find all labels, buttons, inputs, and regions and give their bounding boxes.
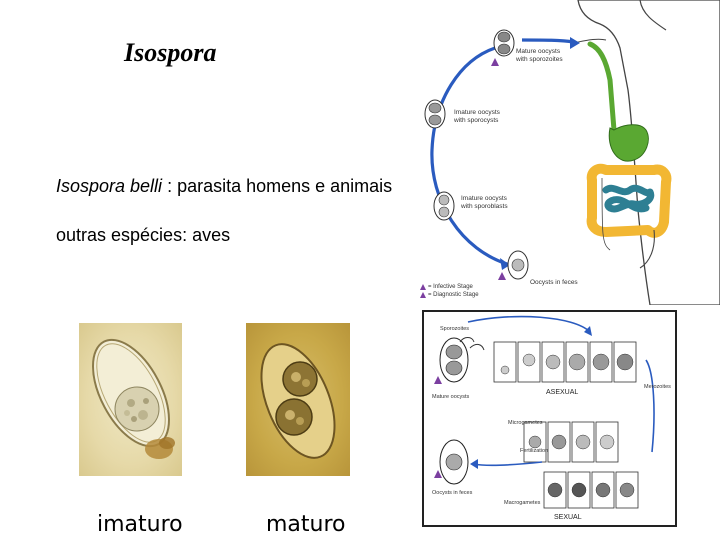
label-fertilization: Fertilization — [520, 448, 548, 454]
label-mature-oocysts: Mature oocysts — [516, 48, 561, 55]
esophagus — [587, 41, 617, 133]
mature-oocyst-icon — [493, 29, 515, 57]
immature-caption: imaturo — [97, 512, 183, 537]
label-merozoites: Merozoites — [644, 384, 671, 390]
label-asexual: ASEXUAL — [546, 389, 578, 396]
label-macrogametes: Macrogametes — [504, 500, 541, 506]
warning-triangle-icon — [491, 58, 499, 66]
small-intestine — [602, 184, 655, 213]
warning-triangle-icon — [420, 292, 426, 298]
label-oocysts-in-feces-detail: Oocysts in feces — [432, 490, 473, 496]
label-sporozoites: Sporozoites — [440, 326, 469, 332]
legend-infective: = Infective Stage — [420, 283, 479, 291]
label-imature-sporocysts-2: with sporocysts — [453, 117, 499, 124]
feces-oocyst-icon — [507, 250, 529, 280]
stomach — [608, 124, 649, 162]
label-sexual: SEXUAL — [554, 514, 582, 521]
slide-title: Isospora — [124, 38, 217, 67]
feces-oocyst-detail-icon — [439, 439, 469, 485]
label-microgametes: Microgametes — [508, 420, 543, 426]
label-imature-sporoblasts: Imature oocysts — [461, 195, 508, 202]
mature-caption: maturo — [266, 512, 346, 537]
cycle-arrow — [430, 46, 511, 267]
life-cycle-diagram: Mature oocysts with sporozoites Imature … — [410, 0, 720, 306]
sporoblast-oocyst-icon — [433, 191, 455, 221]
label-imature-sporoblasts-2: with sporoblasts — [460, 203, 508, 210]
sexual-cells — [523, 421, 639, 509]
species-description: Isospora belli : parasita homens e anima… — [56, 176, 392, 197]
asexual-cells — [493, 341, 637, 383]
immature-oocyst-micrograph — [79, 323, 182, 476]
mature-oocyst-micrograph — [246, 323, 350, 476]
legend-diagnostic: = Diagnostic Stage — [420, 291, 479, 299]
human-silhouette — [577, 0, 720, 306]
other-species-line: outras espécies: aves — [56, 225, 231, 245]
stage-legend: = Infective Stage = Diagnostic Stage — [420, 283, 479, 299]
label-imature-sporocysts: Imature oocysts — [454, 109, 501, 116]
warning-triangle-icon — [420, 284, 426, 290]
species-hosts: : parasita homens e animais — [162, 176, 393, 196]
label-oocysts-in-feces: Oocysts in feces — [530, 279, 578, 286]
detail-cycle-panel: Sporozoites Mature oocysts ASEXUAL Meroz… — [422, 310, 677, 527]
label-mature-oocysts-2: with sporozoites — [515, 56, 563, 63]
species-name: Isospora belli — [56, 176, 163, 196]
sporozoite-shapes — [459, 337, 485, 351]
sporocyst-oocyst-icon — [424, 99, 446, 129]
mature-oocyst-detail-icon — [439, 337, 469, 383]
large-intestine — [586, 163, 672, 238]
label-mature-oocysts-detail: Mature oocysts — [432, 394, 470, 400]
